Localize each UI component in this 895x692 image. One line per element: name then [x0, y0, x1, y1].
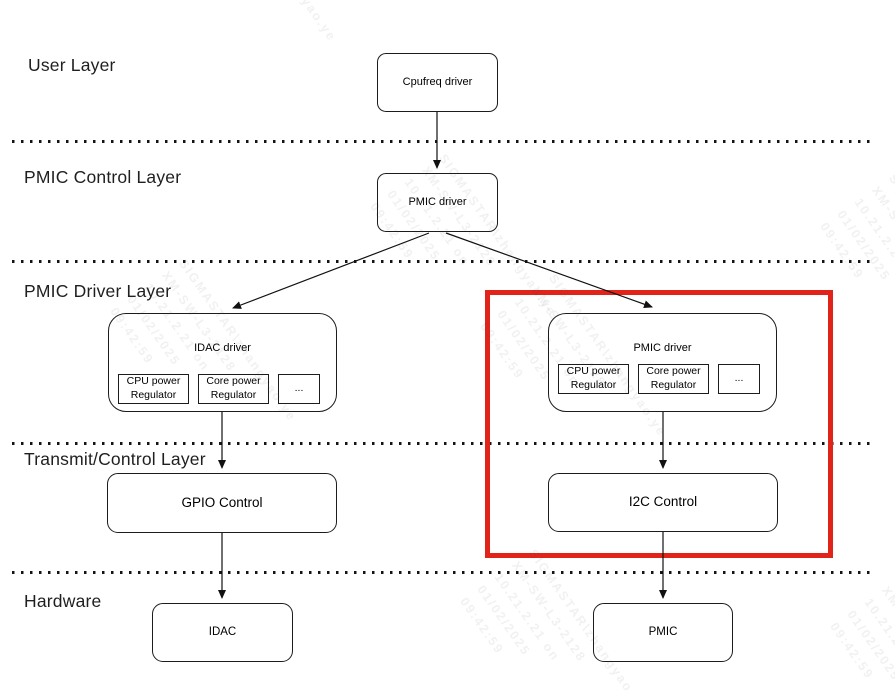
pmic-more-regulators: ... — [718, 364, 760, 394]
arrow-pmic-driver-to-idac-driver — [232, 232, 430, 309]
watermark-stamp: SIGMASTAR\zhangyao.yeXM-SW-L3-212810.21.… — [144, 0, 342, 95]
pmic-driver-title: PMIC driver — [633, 342, 692, 354]
idac-more-regulators: ... — [278, 374, 320, 404]
pmic-cpu-power-regulator: CPU power Regulator — [558, 364, 629, 394]
layer-label-pmic-driver: PMIC Driver Layer — [24, 281, 172, 301]
node-idac-hardware: IDAC — [152, 603, 293, 662]
idac-core-power-regulator: Core power Regulator — [198, 374, 269, 404]
node-cpufreq-driver: Cpufreq driver — [377, 53, 498, 112]
layer-separator-2 — [12, 260, 870, 263]
node-idac-driver: IDAC driver CPU power Regulator Core pow… — [108, 313, 337, 412]
layer-separator-4 — [12, 571, 870, 574]
highlight-rect — [485, 290, 833, 558]
layer-separator-1 — [12, 140, 870, 143]
node-gpio-control: GPIO Control — [107, 473, 337, 533]
layer-label-transmit-control: Transmit/Control Layer — [24, 449, 206, 469]
layer-label-hardware: Hardware — [24, 591, 102, 611]
layer-label-user: User Layer — [28, 55, 116, 75]
node-i2c-control: I2C Control — [548, 473, 778, 532]
watermark-stamp: SIGMASTAR\zhangyao.yeXM-SW-L3-212810.21.… — [827, 583, 895, 690]
idac-driver-title: IDAC driver — [194, 342, 251, 354]
idac-cpu-power-regulator: CPU power Regulator — [118, 374, 189, 404]
node-pmic-driver: PMIC driver CPU power Regulator Core pow… — [548, 313, 777, 412]
layer-separator-3 — [12, 442, 870, 445]
pmic-core-power-regulator: Core power Regulator — [638, 364, 709, 394]
layer-label-pmic-control: PMIC Control Layer — [24, 167, 182, 187]
node-pmic-hardware: PMIC — [593, 603, 733, 662]
node-pmic-driver-control: PMIC driver — [377, 173, 498, 232]
